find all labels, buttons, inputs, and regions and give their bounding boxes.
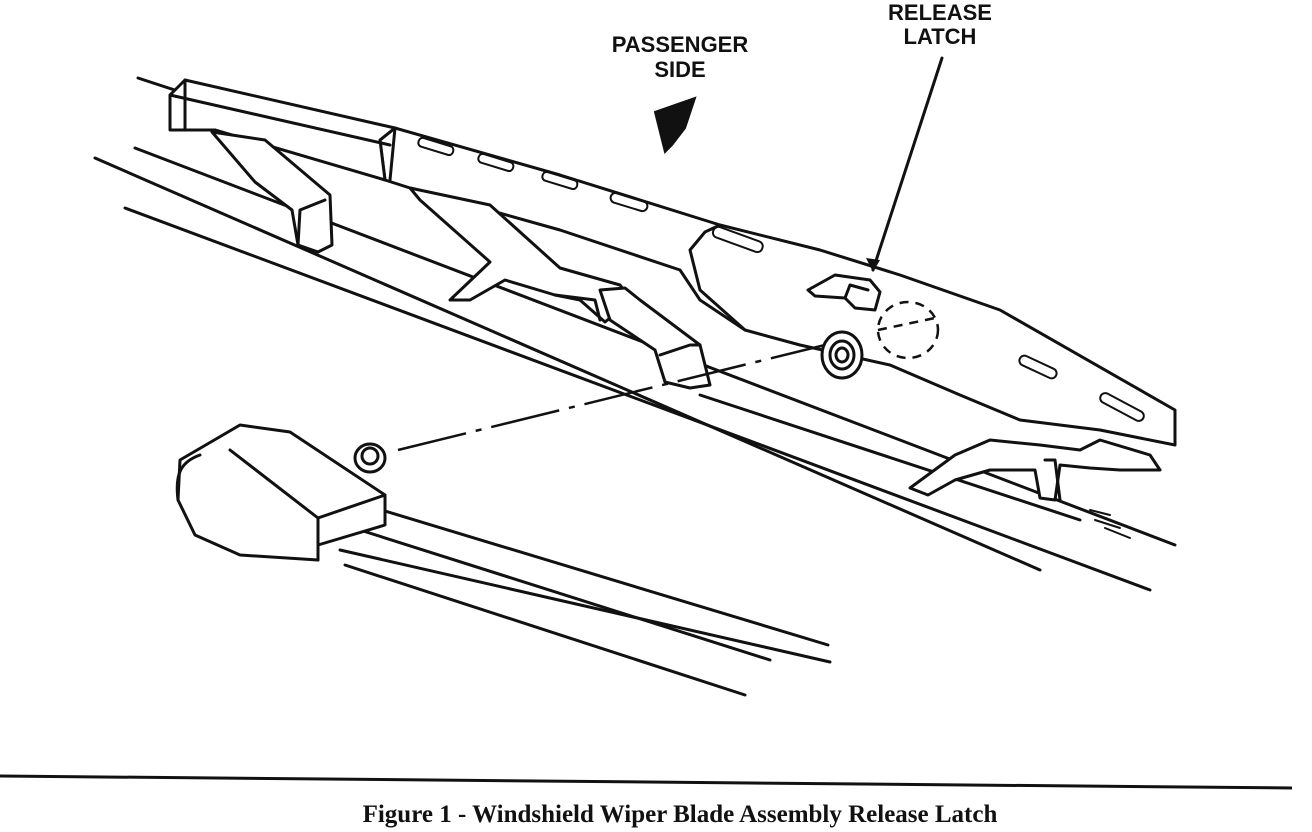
left-end-lever xyxy=(168,78,397,254)
release-latch-label-line2: LATCH xyxy=(904,24,977,49)
release-latch-label-line1: RELEASE xyxy=(888,0,992,25)
wiper-arm xyxy=(175,423,832,697)
caption-rule xyxy=(0,774,1293,790)
release-latch-leader xyxy=(871,56,944,272)
figure-caption: Figure 1 - Windshield Wiper Blade Assemb… xyxy=(363,801,998,828)
blade-frame xyxy=(378,126,1177,447)
passenger-side-label-line2: SIDE xyxy=(654,57,705,82)
middle-claw xyxy=(408,186,712,390)
release-latch xyxy=(806,273,882,312)
passenger-side-label-line1: PASSENGER xyxy=(612,32,749,57)
release-latch-leader-arrowhead xyxy=(866,258,880,272)
passenger-side-arrow xyxy=(653,96,697,154)
frame-slots xyxy=(417,136,1145,422)
right-claw xyxy=(908,438,1162,539)
pivot-bushing xyxy=(820,300,940,380)
